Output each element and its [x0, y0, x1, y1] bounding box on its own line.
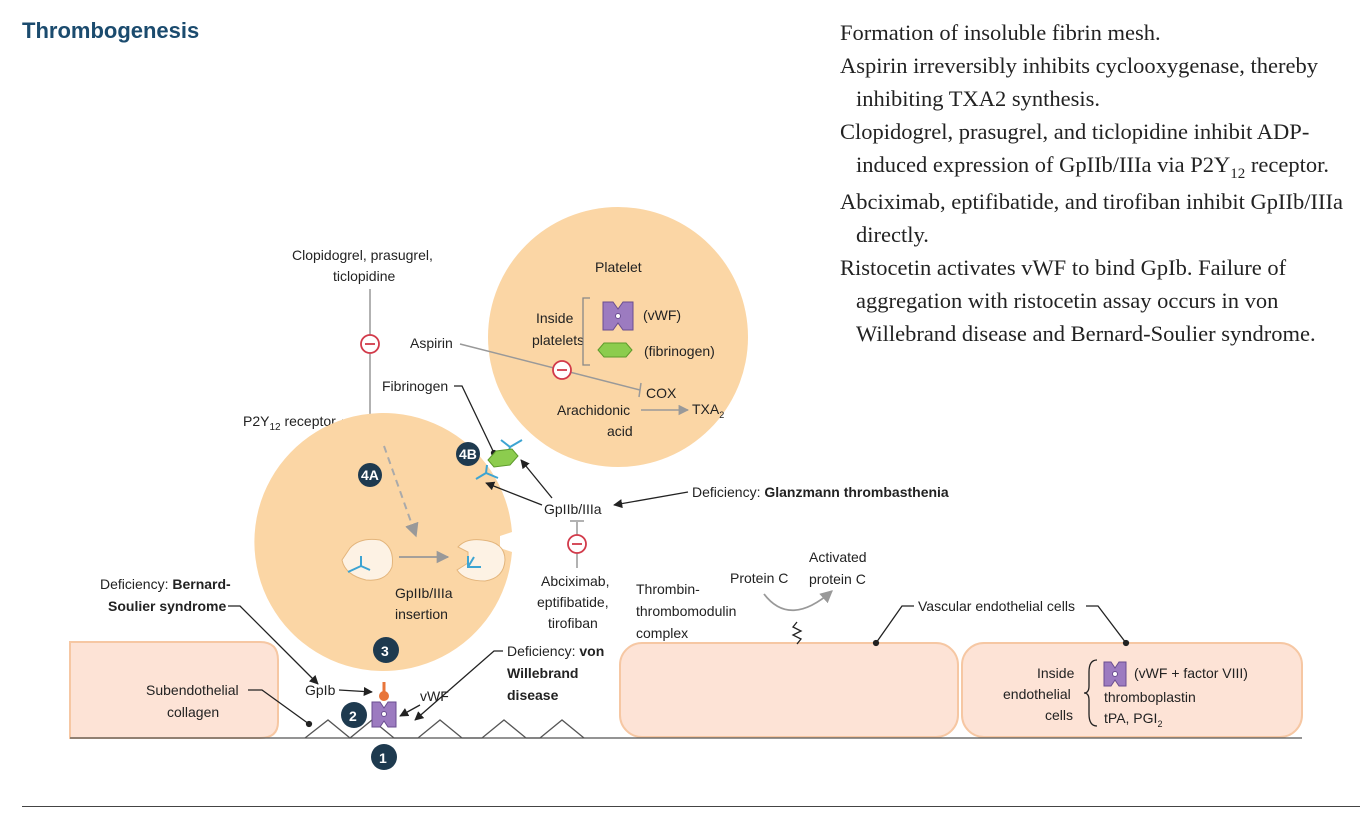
- insertion-label-1: GpIIb/IIIa: [395, 585, 453, 601]
- platelet-label: Platelet: [595, 259, 642, 275]
- note-4: Abciximab, eptifibatide, and tirofiban i…: [840, 189, 1343, 247]
- fibrinogen-granule-icon: [597, 342, 633, 358]
- badge-1: [371, 744, 397, 770]
- platelet-top: [488, 207, 748, 467]
- badge-3-label: 3: [381, 643, 389, 659]
- subendothelial-label-1: Subendothelial: [146, 682, 239, 698]
- vonw-deficiency-2: Willebrand: [507, 665, 578, 681]
- thrombomodulin-icon: [791, 621, 803, 645]
- inside-platelets-bracket: [582, 297, 590, 366]
- aspirin-inhibit-line: [459, 343, 641, 391]
- vwf-pointer: [399, 704, 421, 717]
- p2y12-to-insertion-arrow: [383, 445, 419, 538]
- badge-2: [341, 702, 367, 728]
- vesicle-receptor-right-icon: [467, 556, 481, 568]
- gp2b3a-label: GpIIb/IIIa: [544, 501, 602, 517]
- vwf-label: vWF: [420, 688, 449, 704]
- badge-4a: [358, 463, 382, 487]
- thrombin-label-2: thrombomodulin: [636, 603, 736, 619]
- vonw-deficiency-3: disease: [507, 687, 559, 703]
- fibrinogen-bridge-icon: [487, 448, 519, 468]
- bernard-deficiency-1: Deficiency: Bernard-: [100, 576, 231, 592]
- bernard-pointer: [228, 605, 319, 685]
- protein-c-label: Protein C: [730, 570, 788, 586]
- vascular-pointer-2: [1086, 605, 1130, 647]
- vonw-pointer: [414, 650, 503, 721]
- bernard-deficiency-2: Soulier syndrome: [108, 598, 226, 614]
- bottom-rule: [22, 806, 1360, 807]
- glanzmann-deficiency: Deficiency: Glanzmann thrombasthenia: [692, 484, 949, 500]
- aspirin-label: Aspirin: [410, 335, 453, 351]
- endothelial-cell-2: [961, 642, 1303, 738]
- subendothelial-pointer: [248, 689, 313, 728]
- clopidogrel-label-1: Clopidogrel, prasugrel,: [292, 247, 433, 263]
- protein-c-activation-arrow: [763, 590, 833, 612]
- gp2b3a-receptor-bottom-icon: [475, 464, 499, 480]
- badge-4a-label: 4A: [361, 467, 379, 483]
- txa-label: TXA2: [692, 401, 724, 420]
- inside-endo-label-2: endothelial: [1003, 686, 1071, 702]
- note-3: Clopidogrel, prasugrel, and ticlopidine …: [840, 115, 1350, 185]
- endothelial-cell-1: [619, 642, 959, 738]
- vwf-bound-dot: [381, 711, 387, 717]
- note-2: Aspirin irreversibly inhibits cyclooxyge…: [840, 53, 1319, 111]
- inside-endo-label-1: Inside: [1037, 665, 1075, 681]
- inside-platelets-label-2: platelets: [532, 332, 584, 348]
- abciximab-label-3: tirofiban: [548, 615, 598, 631]
- gp1b-receptor-icon: [379, 691, 389, 701]
- clopidogrel-label-2: ticlopidine: [333, 268, 395, 284]
- badge-3: [373, 637, 399, 663]
- gp1b-pointer: [338, 686, 373, 697]
- vwf-factor-label: (vWF + factor VIII): [1134, 665, 1248, 681]
- arachidonic-label-1: Arachidonic: [557, 402, 630, 418]
- cox-label: COX: [646, 385, 677, 401]
- activated-pc-label-2: protein C: [809, 571, 866, 587]
- gp2b3a-to-receptor-arrow: [485, 481, 543, 506]
- abciximab-label-2: eptifibatide,: [537, 594, 609, 610]
- gp1b-label: GpIb: [305, 682, 336, 698]
- thrombin-label-1: Thrombin-: [636, 581, 700, 597]
- glanzmann-pointer: [613, 491, 689, 509]
- aspirin-inhibit-bar: [638, 382, 642, 398]
- badge-2-label: 2: [349, 708, 357, 724]
- inside-endo-brace: [1083, 659, 1098, 727]
- inside-platelets-label-1: Inside: [536, 310, 574, 326]
- tpa-label: tPA, PGI2: [1104, 710, 1162, 729]
- inside-endo-label-3: cells: [1045, 707, 1073, 723]
- note-5: Ristocetin activates vWF to bind GpIb. F…: [840, 255, 1316, 346]
- notes-panel: Formation of insoluble fibrin mesh. Aspi…: [840, 16, 1350, 350]
- vascular-label: Vascular endothelial cells: [918, 598, 1075, 614]
- badge-4b-label: 4B: [459, 446, 477, 462]
- collagen-zigzag: [304, 719, 585, 739]
- subendothelial-label-2: collagen: [167, 704, 219, 720]
- arachidonic-label-2: acid: [607, 423, 633, 439]
- vwf-granule-dot: [615, 313, 621, 319]
- fibrinogen-pointer: [454, 385, 498, 457]
- p2y12-receptor-label: P2Y12 receptor: [243, 413, 336, 433]
- abciximab-label-1: Abciximab,: [541, 573, 609, 589]
- fibrinogen-label: Fibrinogen: [382, 378, 448, 394]
- note-3-tail: receptor.: [1245, 152, 1329, 177]
- thromboplastin-label: thromboplastin: [1104, 689, 1196, 705]
- note-1: Formation of insoluble fibrin mesh.: [840, 20, 1161, 45]
- gp2b3a-to-platelet-arrow: [520, 459, 553, 499]
- vwf-endo-dot: [1112, 671, 1118, 677]
- vesicle-receptor-left-icon: [347, 556, 371, 573]
- activated-pc-label-1: Activated: [809, 549, 867, 565]
- vwf-paren-label: (vWF): [643, 307, 681, 323]
- note-3-text: Clopidogrel, prasugrel, and ticlopidine …: [840, 119, 1310, 177]
- vonw-deficiency-1: Deficiency: von: [507, 643, 604, 659]
- vesicle-right: [456, 539, 506, 582]
- note-3-subscript: 12: [1230, 166, 1246, 182]
- page-title: Thrombogenesis: [22, 18, 200, 43]
- insertion-label-2: insertion: [395, 606, 448, 622]
- badge-1-label: 1: [379, 750, 387, 766]
- thrombin-label-3: complex: [636, 625, 688, 641]
- badge-4b: [456, 442, 480, 466]
- fibrinogen-paren-label: (fibrinogen): [644, 343, 715, 359]
- vascular-pointer-1: [872, 605, 914, 647]
